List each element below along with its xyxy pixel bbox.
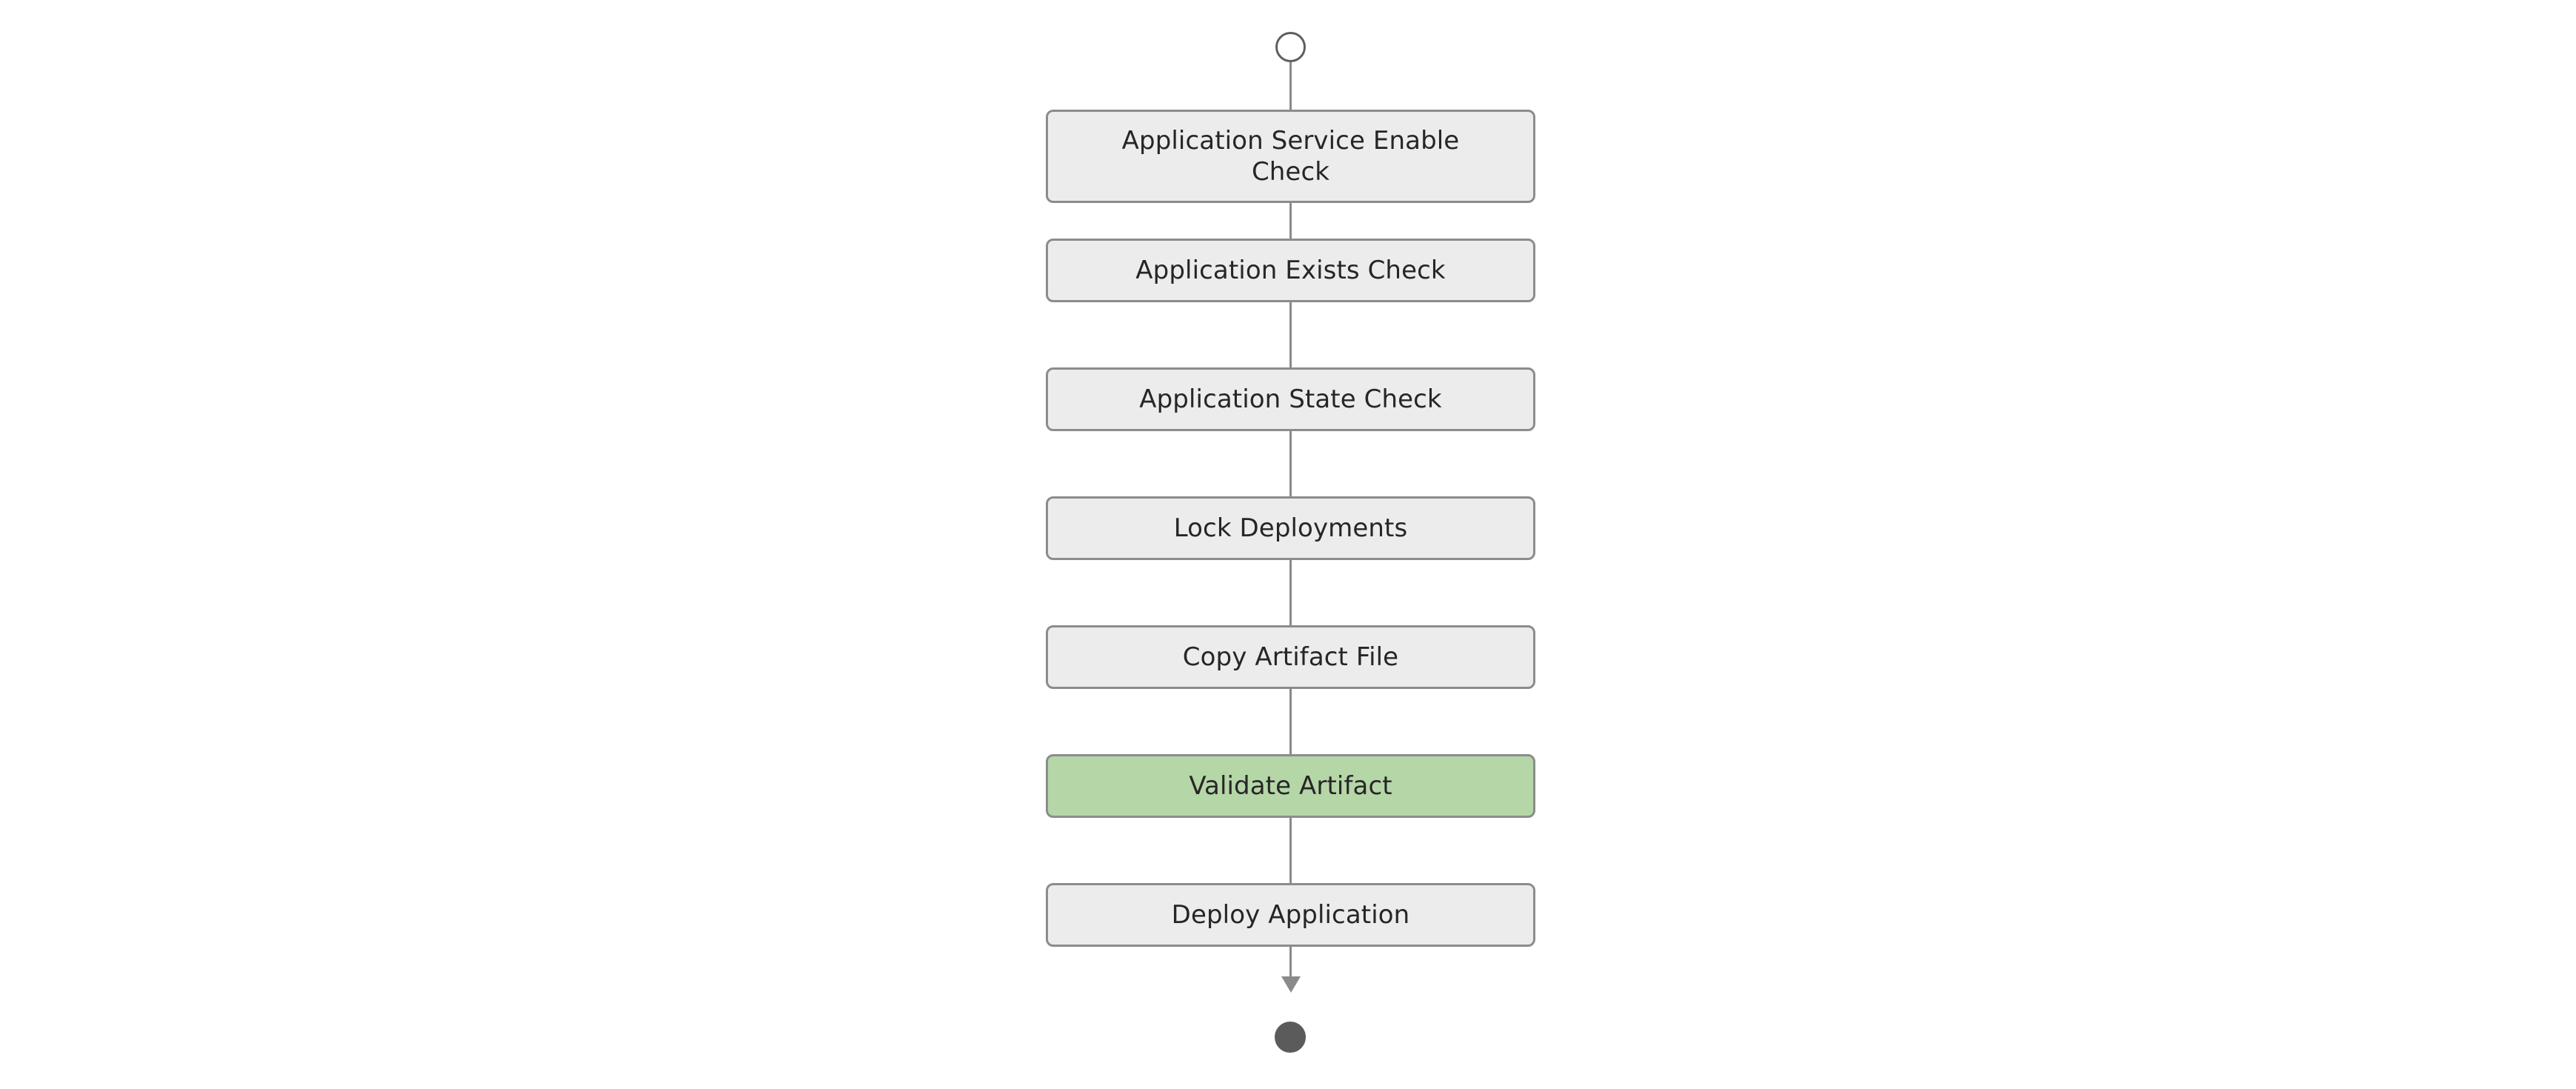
node-label: Lock Deployments xyxy=(1173,513,1408,543)
edge-line xyxy=(1289,945,1292,976)
process-node-lock-deployments[interactable]: Lock Deployments xyxy=(1046,496,1535,560)
edge-connector xyxy=(1289,61,1292,110)
edge-line xyxy=(1289,202,1292,240)
process-node-application-state-check[interactable]: Application State Check xyxy=(1046,367,1535,431)
process-node-application-exists-check[interactable]: Application Exists Check xyxy=(1046,239,1535,302)
process-node-validate-artifact[interactable]: Validate Artifact xyxy=(1046,754,1535,818)
node-label: Application Service Enable Check xyxy=(1121,125,1460,187)
process-node-application-service-enable-check[interactable]: Application Service Enable Check xyxy=(1046,110,1535,203)
process-node-deploy-application[interactable]: Deploy Application xyxy=(1046,883,1535,947)
edge-connector xyxy=(1289,301,1292,369)
edge-line xyxy=(1289,61,1292,110)
end-node[interactable] xyxy=(1275,1022,1306,1053)
edge-line xyxy=(1289,430,1292,498)
edge-line xyxy=(1289,559,1292,627)
edge-connector xyxy=(1289,559,1292,627)
node-label: Validate Artifact xyxy=(1189,770,1392,801)
edge-line xyxy=(1289,301,1292,369)
edge-connector xyxy=(1289,687,1292,756)
edge-connector xyxy=(1281,945,1301,1022)
edge-line xyxy=(1289,687,1292,756)
node-label: Application State Check xyxy=(1139,384,1442,414)
process-node-copy-artifact-file[interactable]: Copy Artifact File xyxy=(1046,625,1535,689)
edge-connector xyxy=(1289,430,1292,498)
start-node[interactable] xyxy=(1275,31,1306,62)
node-label: Deploy Application xyxy=(1171,899,1410,930)
edge-connector xyxy=(1289,816,1292,885)
node-label: Application Exists Check xyxy=(1135,255,1446,285)
node-label: Copy Artifact File xyxy=(1182,642,1399,672)
arrowhead-icon xyxy=(1281,976,1301,993)
edge-connector xyxy=(1289,202,1292,240)
edge-line xyxy=(1289,816,1292,885)
